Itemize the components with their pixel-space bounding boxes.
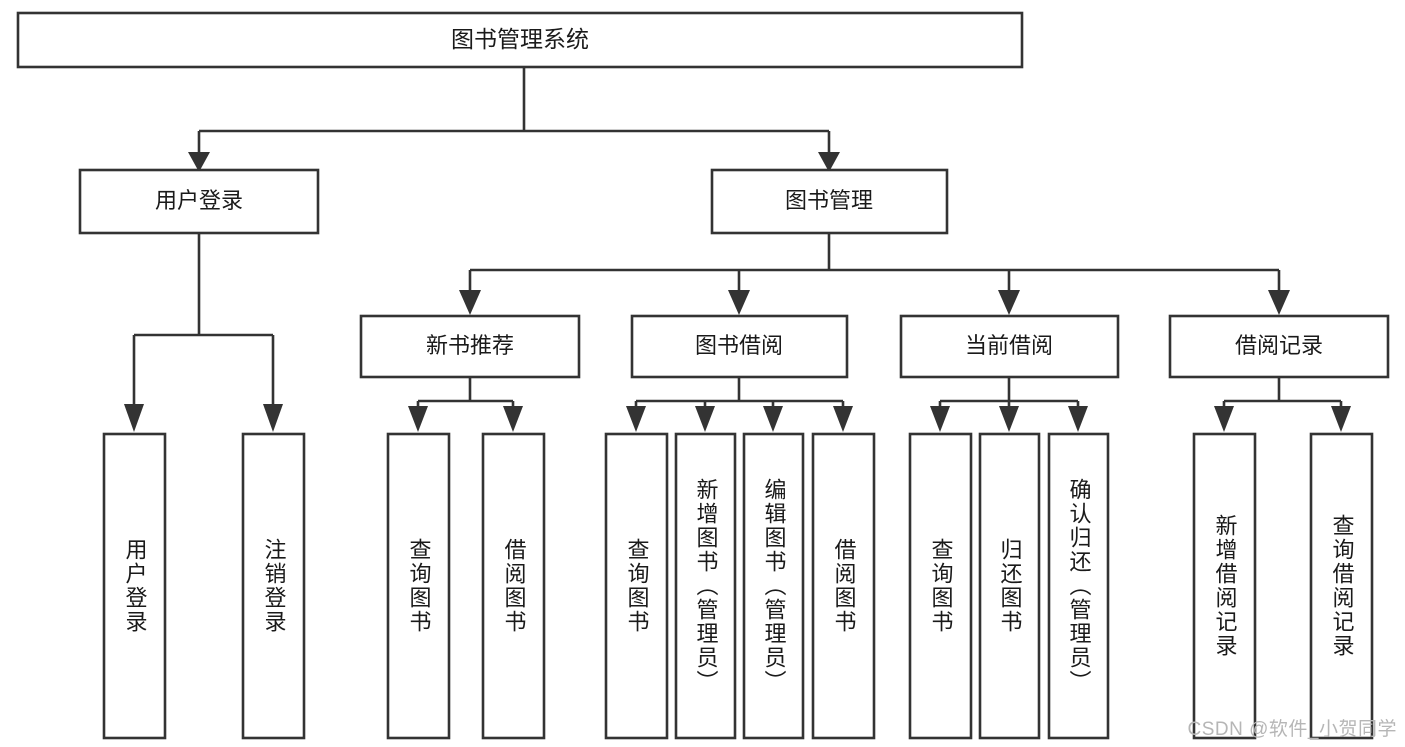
arrow-leaf-edit-book [763, 406, 783, 432]
arrow-leaf-add-book [695, 406, 715, 432]
arrow-to-book-borrow [728, 290, 750, 315]
leaf-box-borrow-book-2[interactable] [811, 432, 876, 740]
arrow-leaf-borrow-book-1 [503, 406, 523, 432]
leaf-box-edit-book[interactable] [742, 432, 805, 740]
leaf-box-query-book-3[interactable] [908, 432, 973, 740]
node-book-borrow[interactable] [630, 314, 849, 379]
arrow-leaf-user-login [124, 404, 144, 432]
arrow-leaf-query-book-2 [626, 406, 646, 432]
arrow-to-current-borrow [998, 290, 1020, 315]
arrow-leaf-query-record [1331, 406, 1351, 432]
node-book-manage-label: 图书管理 [785, 188, 873, 213]
leaf-box-query-book-2[interactable] [604, 432, 669, 740]
node-user-login-label: 用户登录 [155, 188, 243, 213]
node-layer: 图书管理系统 用户登录 图书管理 新书推荐 图书借阅 当前借阅 借阅记录 [16, 11, 1390, 740]
arrow-leaf-return-book [999, 406, 1019, 432]
leaf-box-query-book-1[interactable] [386, 432, 451, 740]
node-user-login[interactable] [78, 168, 320, 235]
arrow-to-book-manage [818, 152, 840, 172]
node-current-borrow[interactable] [899, 314, 1120, 379]
node-root[interactable] [16, 11, 1024, 69]
node-book-manage[interactable] [710, 168, 949, 235]
node-book-borrow-label: 图书借阅 [695, 333, 783, 358]
arrow-leaf-add-record [1214, 406, 1234, 432]
arrow-to-borrow-record [1268, 290, 1290, 315]
node-root-label: 图书管理系统 [451, 26, 589, 52]
leaf-box-confirm-return[interactable] [1047, 432, 1110, 740]
arrow-leaf-query-book-1 [408, 406, 428, 432]
arrow-leaf-confirm-return [1068, 406, 1088, 432]
arrow-leaf-query-book-3 [930, 406, 950, 432]
leaf-box-user-login[interactable] [102, 432, 167, 740]
node-current-borrow-label: 当前借阅 [965, 333, 1053, 358]
arrow-to-user-login [188, 152, 210, 172]
leaf-box-borrow-book-1[interactable] [481, 432, 546, 740]
node-new-book-recommend[interactable] [359, 314, 581, 379]
leaf-box-return-book[interactable] [978, 432, 1041, 740]
leaf-box-add-record[interactable] [1192, 432, 1257, 740]
watermark-text: CSDN @软件_小贺同学 [1187, 719, 1397, 740]
node-borrow-record-label: 借阅记录 [1235, 333, 1323, 358]
arrow-leaf-logout [263, 404, 283, 432]
leaf-box-add-book[interactable] [674, 432, 737, 740]
leaf-box-logout[interactable] [241, 432, 306, 740]
arrow-to-new-book [459, 290, 481, 315]
node-new-book-recommend-label: 新书推荐 [426, 333, 514, 358]
connector-layer [124, 67, 1351, 432]
node-borrow-record[interactable] [1168, 314, 1390, 379]
arrow-leaf-borrow-book-2 [833, 406, 853, 432]
leaf-box-query-record[interactable] [1309, 432, 1374, 740]
